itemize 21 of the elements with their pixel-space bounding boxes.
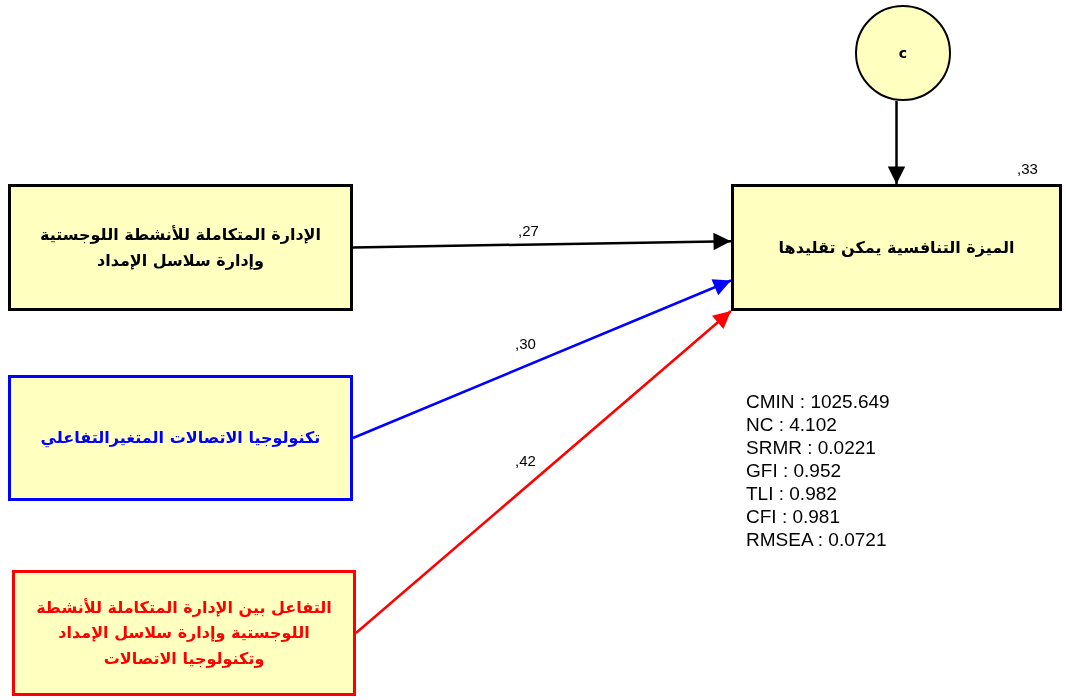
variable-box [8,375,353,501]
arrow [355,310,732,634]
node-label: التفاعل بين الإدارة المتكاملة للأنشطة اللوجستية وإدارة سلاسل الإمداد وتكنولوجيا الاتصالات [35,596,333,670]
arrow [352,232,732,251]
node-label: الإدارة المتكاملة للأنشطة اللوجستية وإدارة سلاسل الإمداد [39,223,322,272]
variable-box [731,184,1062,311]
fit-statistic: CMIN : 1025.649 [746,390,890,413]
fit-statistic: GFI : 0.952 [746,459,843,482]
r-squared-value: ,33 [1017,160,1038,177]
fit-statistic: CFI : 0.981 [746,505,841,528]
fit-statistic: TLI : 0.982 [746,482,838,505]
fit-statistic: RMSEA : 0.0721 [746,528,888,551]
fit-statistic: SRMR : 0.0221 [746,436,877,459]
node-label: تكنولوجيا الاتصالات المتغيرالتفاعلي [40,427,321,450]
variable-box [8,184,353,311]
arrow [887,101,906,184]
node-label: c [898,43,908,63]
arrow [352,279,732,440]
variable-box [12,570,356,696]
fit-statistic: NC : 4.102 [746,413,838,436]
node-label: الميزة التنافسية يمكن تقليدها [778,236,1015,259]
